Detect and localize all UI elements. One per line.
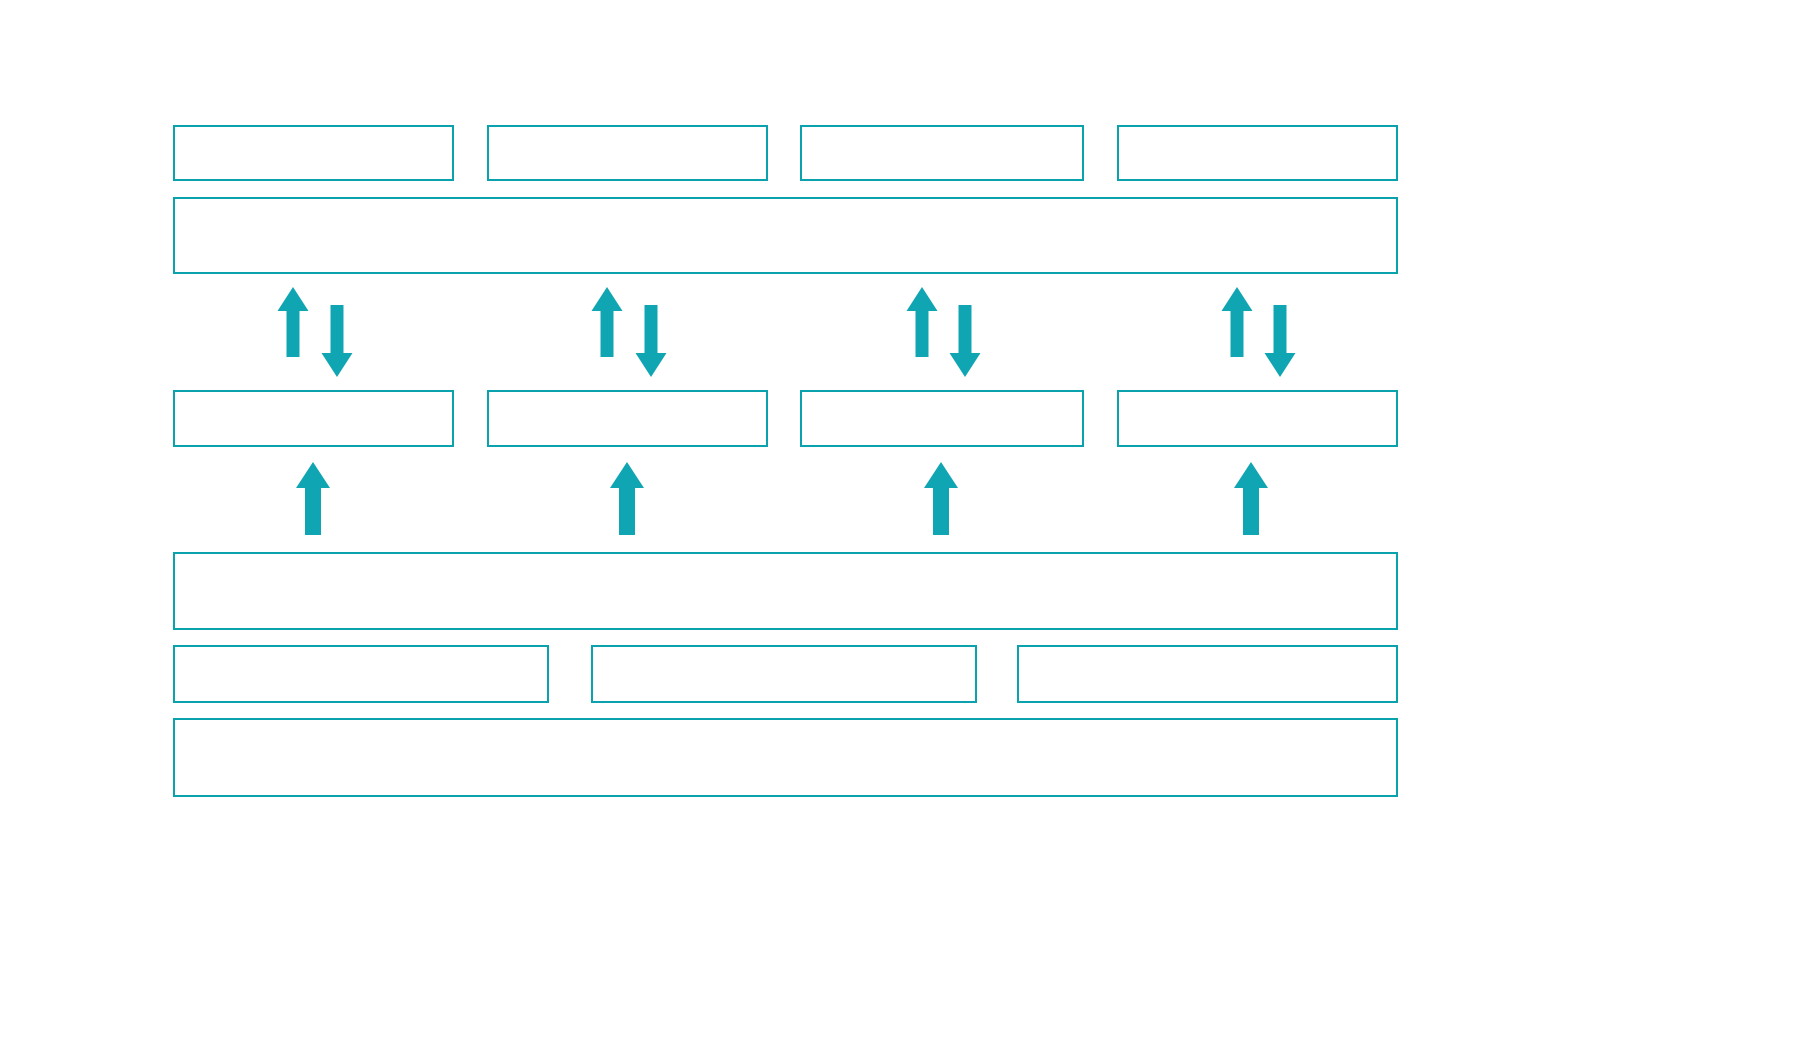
top-row-box-4 bbox=[1117, 125, 1398, 181]
top-row-box-3 bbox=[800, 125, 1084, 181]
bidir-arrow-3-down-icon bbox=[949, 305, 981, 377]
up-arrow-1-icon bbox=[296, 462, 330, 535]
bidir-arrow-2-down-icon bbox=[635, 305, 667, 377]
bidir-arrow-2-up-icon bbox=[591, 287, 623, 357]
up-arrow-4-icon bbox=[1234, 462, 1268, 535]
upper-wide-box bbox=[173, 197, 1398, 274]
bidir-arrow-1-down-icon bbox=[321, 305, 353, 377]
middle-row-box-2 bbox=[487, 390, 768, 447]
up-arrow-3-icon bbox=[924, 462, 958, 535]
bidir-arrow-4-up-icon bbox=[1221, 287, 1253, 357]
bottom-row-box-2 bbox=[591, 645, 977, 703]
middle-row-box-3 bbox=[800, 390, 1084, 447]
bidir-arrow-1-up-icon bbox=[277, 287, 309, 357]
bidir-arrow-4-down-icon bbox=[1264, 305, 1296, 377]
bottom-wide-box bbox=[173, 718, 1398, 797]
top-row-box-1 bbox=[173, 125, 454, 181]
lower-wide-box bbox=[173, 552, 1398, 630]
bottom-row-box-1 bbox=[173, 645, 549, 703]
up-arrow-2-icon bbox=[610, 462, 644, 535]
top-row-box-2 bbox=[487, 125, 768, 181]
middle-row-box-4 bbox=[1117, 390, 1398, 447]
bottom-row-box-3 bbox=[1017, 645, 1398, 703]
middle-row-box-1 bbox=[173, 390, 454, 447]
bidir-arrow-3-up-icon bbox=[906, 287, 938, 357]
